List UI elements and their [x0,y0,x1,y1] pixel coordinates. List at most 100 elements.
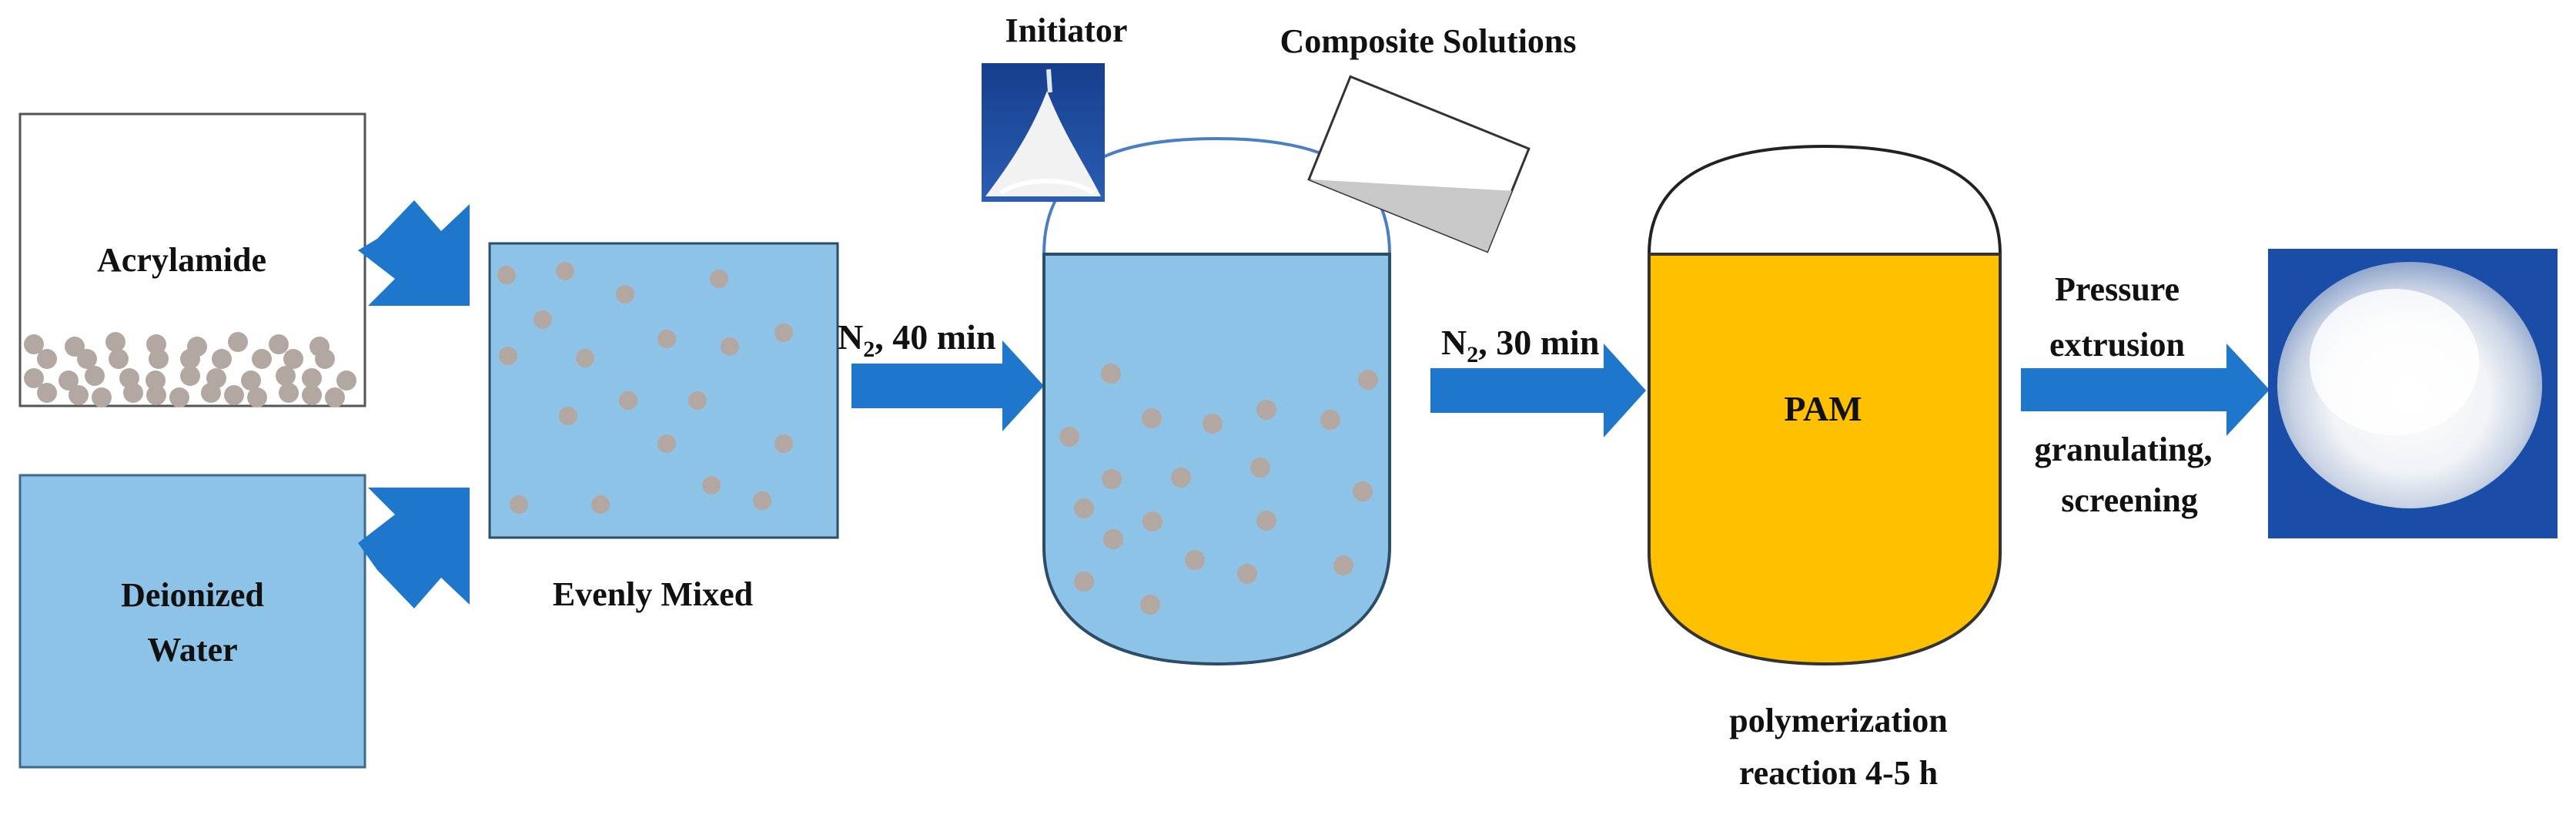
mixed-particles [497,262,793,514]
particle [1203,414,1223,434]
particle [774,434,793,453]
particle [1333,555,1353,575]
particle [619,391,637,410]
particle [146,370,166,391]
particle [92,387,112,407]
arrow-n2-30min [1430,344,1646,437]
water-label-line2: Water [147,631,237,669]
particle [325,387,345,407]
particle [556,262,574,280]
polymerization-label-line1: polymerization [1729,702,1948,739]
particle [721,337,739,356]
particle [105,332,125,352]
particle [1059,427,1079,447]
particle [247,387,267,407]
particle [252,349,272,369]
particle [180,366,200,386]
particle [1353,481,1373,501]
particle [499,347,517,365]
polymerization-label-line2: reaction 4-5 h [1739,754,1938,792]
evenly-mixed-box: Evenly Mixed [488,242,839,613]
particle [149,349,169,369]
particle [774,324,793,342]
particle [24,334,44,354]
pam-label: PAM [1784,389,1862,428]
particle [180,349,200,369]
particle [279,383,299,403]
particle [1140,595,1160,615]
particle [657,330,676,348]
particle [1256,511,1276,531]
arrow-water-to-mix [358,488,470,608]
particle [109,349,129,369]
particle [24,368,44,388]
particle [65,337,85,357]
n2-30min-label: N2, 30 min [1441,323,1599,367]
particle [269,334,289,354]
particle [302,385,322,405]
particle [1171,468,1191,488]
particle [123,383,143,403]
particle [146,385,166,405]
particle [1101,364,1121,384]
reactor-particles [1059,364,1378,615]
evenly-mixed-label: Evenly Mixed [553,575,753,613]
particle [559,407,577,425]
particle [688,391,707,410]
particle [702,476,721,494]
reactor-vessel-pam: PAM [1648,144,2002,666]
particle [77,349,97,369]
particle [1358,370,1378,390]
particle [69,385,89,405]
particle [1320,410,1340,430]
particle [228,332,248,352]
particle [85,366,105,386]
granulating-label-line2: screening [2061,481,2198,519]
acrylamide-particles [24,332,356,407]
particle [59,370,79,391]
particle [201,383,221,403]
particle [657,434,676,453]
n2-40min-label: N2, 40 min [838,317,995,362]
arrow-n2-40min [851,340,1044,431]
particle [224,385,244,405]
particle [1142,408,1162,428]
particle [169,387,189,407]
acrylamide-label: Acrylamide [97,241,266,279]
arrow-acrylamide-to-mix [358,200,470,306]
particle [212,349,232,369]
reactor-vessel-1 [1042,136,1391,666]
acrylamide-container: Acrylamide [18,112,366,407]
particle [315,349,335,369]
water-label-line1: Deionized [121,576,264,614]
particle [1250,458,1270,478]
particle [616,285,634,303]
particle [241,370,261,391]
particle [534,310,552,329]
particle [1142,511,1163,531]
composite-solutions-beaker [1307,75,1531,253]
arrow-extrusion [2021,344,2270,436]
particle [37,349,57,369]
composite-solutions-label: Composite Solutions [1280,22,1576,60]
particle [591,495,610,514]
particle [753,491,771,510]
pam-product-photo [2268,249,2558,538]
particle [1103,529,1123,549]
particle [336,370,356,391]
particle [302,368,322,388]
particle [1237,564,1257,584]
particle [1185,550,1205,570]
particle [710,270,728,288]
particle [576,349,594,367]
particle [510,495,528,514]
initiator-label: Initiator [1005,12,1128,49]
pressure-label-line2: extrusion [2049,326,2185,364]
granulating-label-line1: granulating, [2034,431,2212,468]
deionized-water-container: Deionized Water [18,474,366,769]
particle [1256,400,1276,420]
particle [1074,572,1094,592]
particle [1102,469,1122,489]
particle [283,349,303,369]
